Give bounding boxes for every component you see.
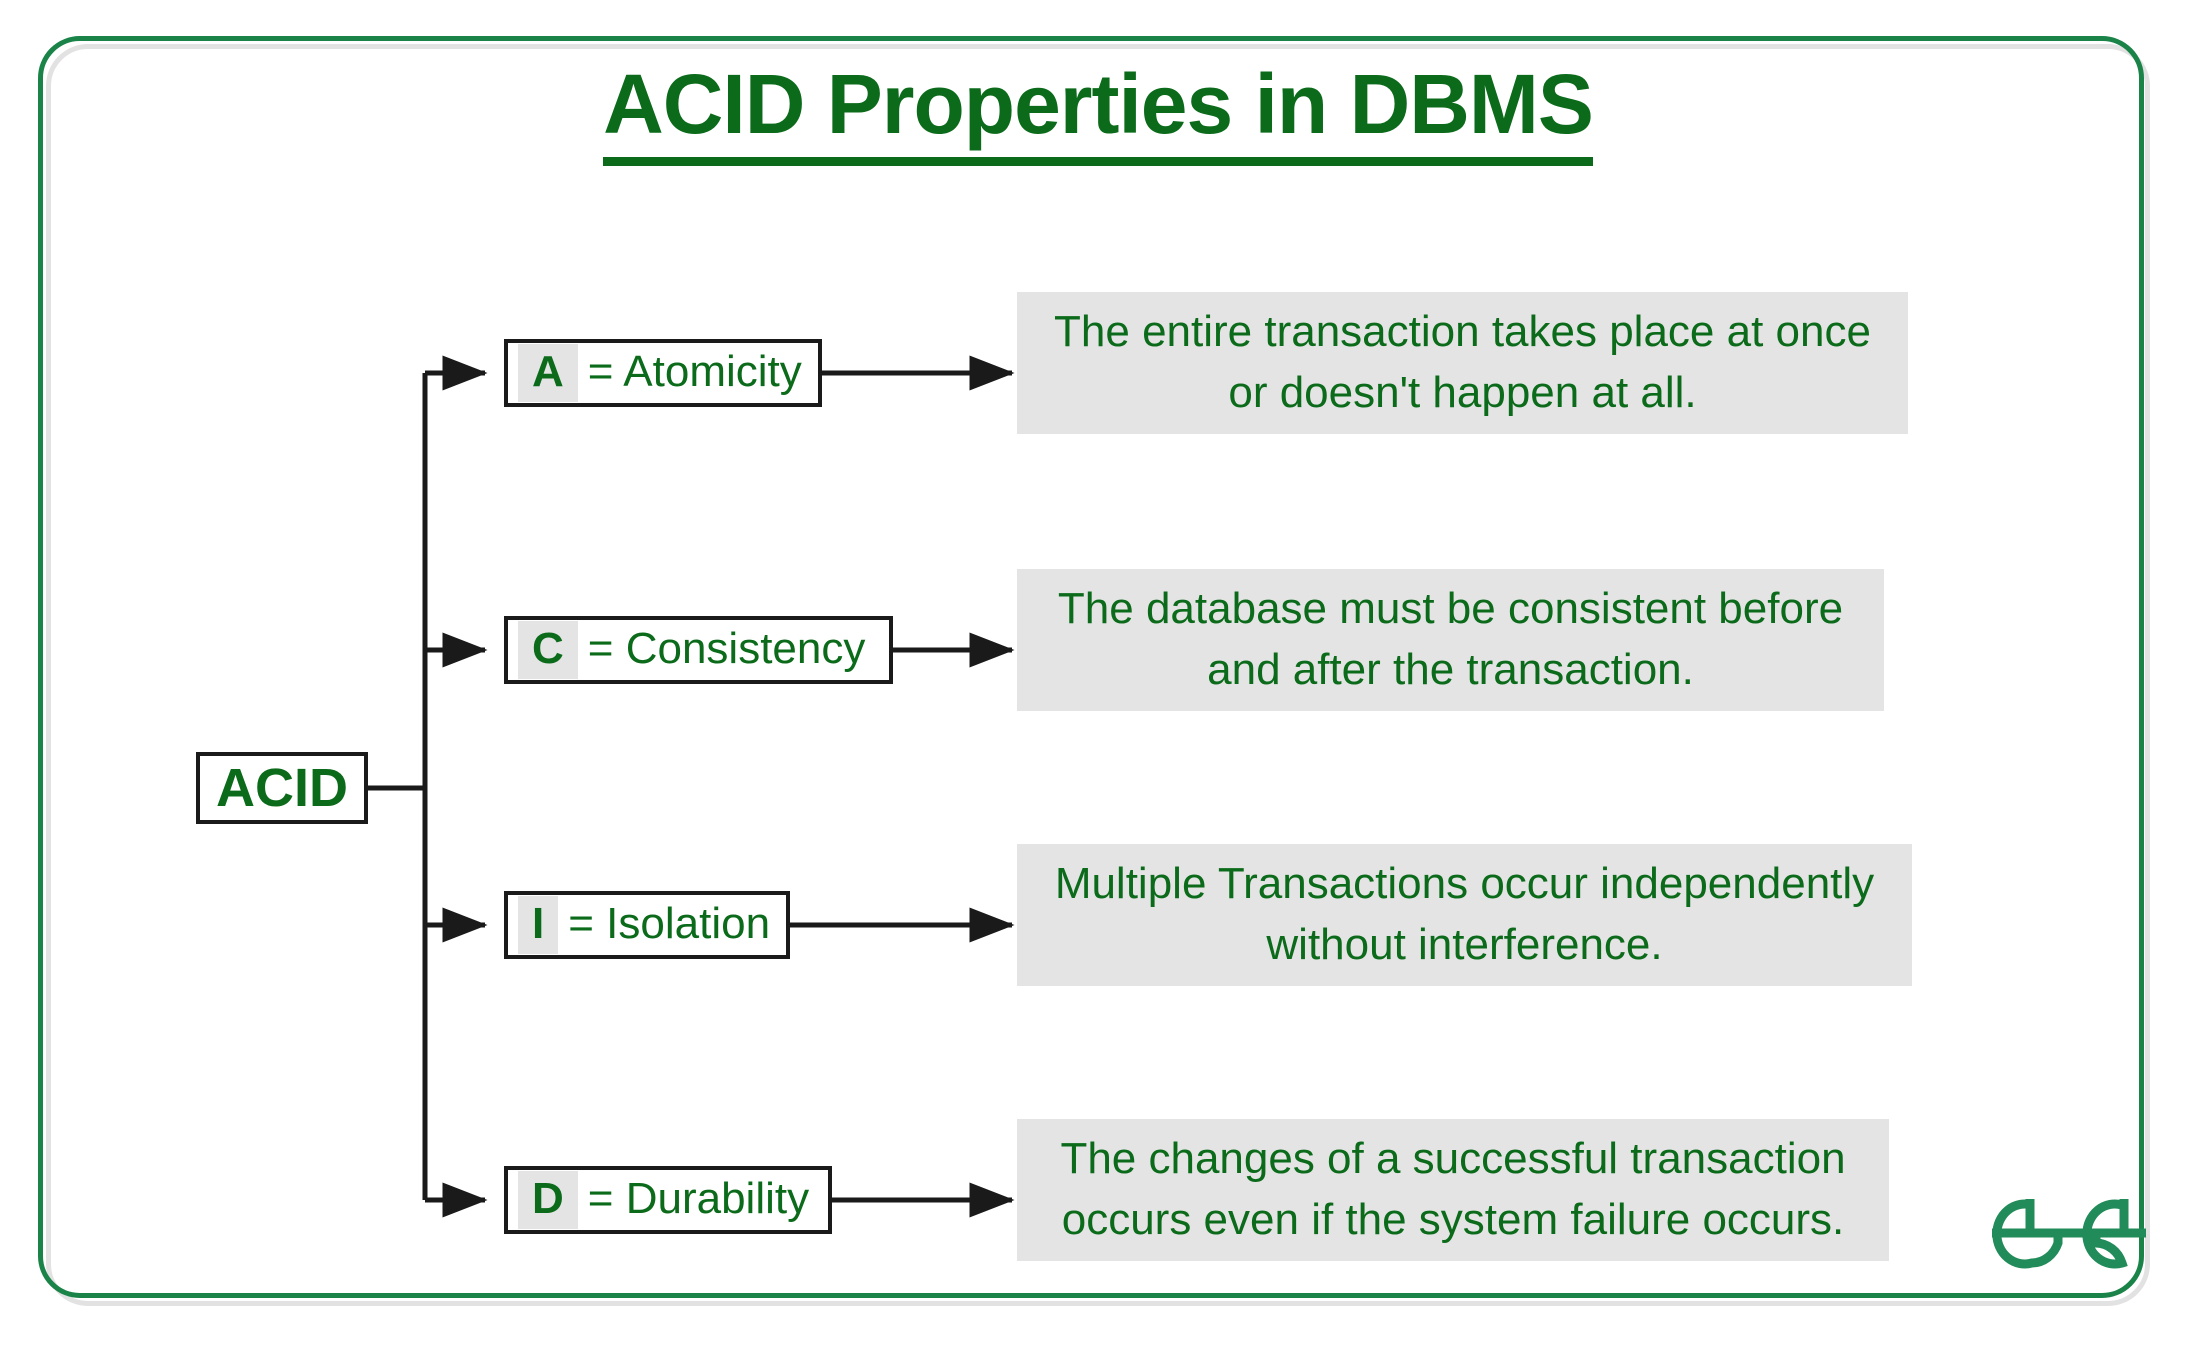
property-letter-i: I (518, 896, 559, 954)
description-line-2: and after the transaction. (1207, 645, 1694, 694)
description-panel-durability: The changes of a successful transaction … (1017, 1119, 1889, 1261)
description-panel-isolation: Multiple Transactions occur independentl… (1017, 844, 1912, 986)
property-name-c: = Consistency (587, 624, 866, 673)
property-box-consistency[interactable]: C = Consistency (504, 616, 893, 684)
description-line-1: The database must be consistent before (1057, 584, 1844, 634)
page-title-text: ACID Properties in DBMS (603, 57, 1594, 166)
property-name-d: = Durability (587, 1174, 810, 1223)
acid-root-label: ACID (216, 758, 348, 818)
frame-border (38, 36, 2144, 1298)
property-box-durability[interactable]: D = Durability (504, 1166, 832, 1234)
acid-root-box[interactable]: ACID (196, 752, 368, 824)
description-line-2: or doesn't happen at all. (1228, 368, 1697, 417)
page-title: ACID Properties in DBMS (0, 57, 2196, 166)
property-letter-c: C (518, 621, 578, 679)
description-line-1: The changes of a successful transaction (1060, 1134, 1846, 1184)
description-line-2: without interference. (1266, 920, 1663, 969)
frame-outer-shadow (46, 44, 2150, 1306)
property-name-i: = Isolation (568, 899, 771, 948)
description-panel-atomicity: The entire transaction takes place at on… (1017, 292, 1908, 434)
property-letter-d: D (518, 1171, 578, 1229)
geeksforgeeks-logo (1992, 1199, 2146, 1269)
property-box-isolation[interactable]: I = Isolation (504, 891, 790, 959)
property-box-atomicity[interactable]: A = Atomicity (504, 339, 822, 407)
description-line-1: The entire transaction takes place at on… (1054, 307, 1871, 357)
description-line-2: occurs even if the system failure occurs… (1061, 1195, 1845, 1244)
description-panel-consistency: The database must be consistent before a… (1017, 569, 1884, 711)
property-name-a: = Atomicity (587, 347, 802, 396)
description-line-1: Multiple Transactions occur independentl… (1054, 859, 1875, 909)
property-letter-a: A (518, 344, 578, 402)
